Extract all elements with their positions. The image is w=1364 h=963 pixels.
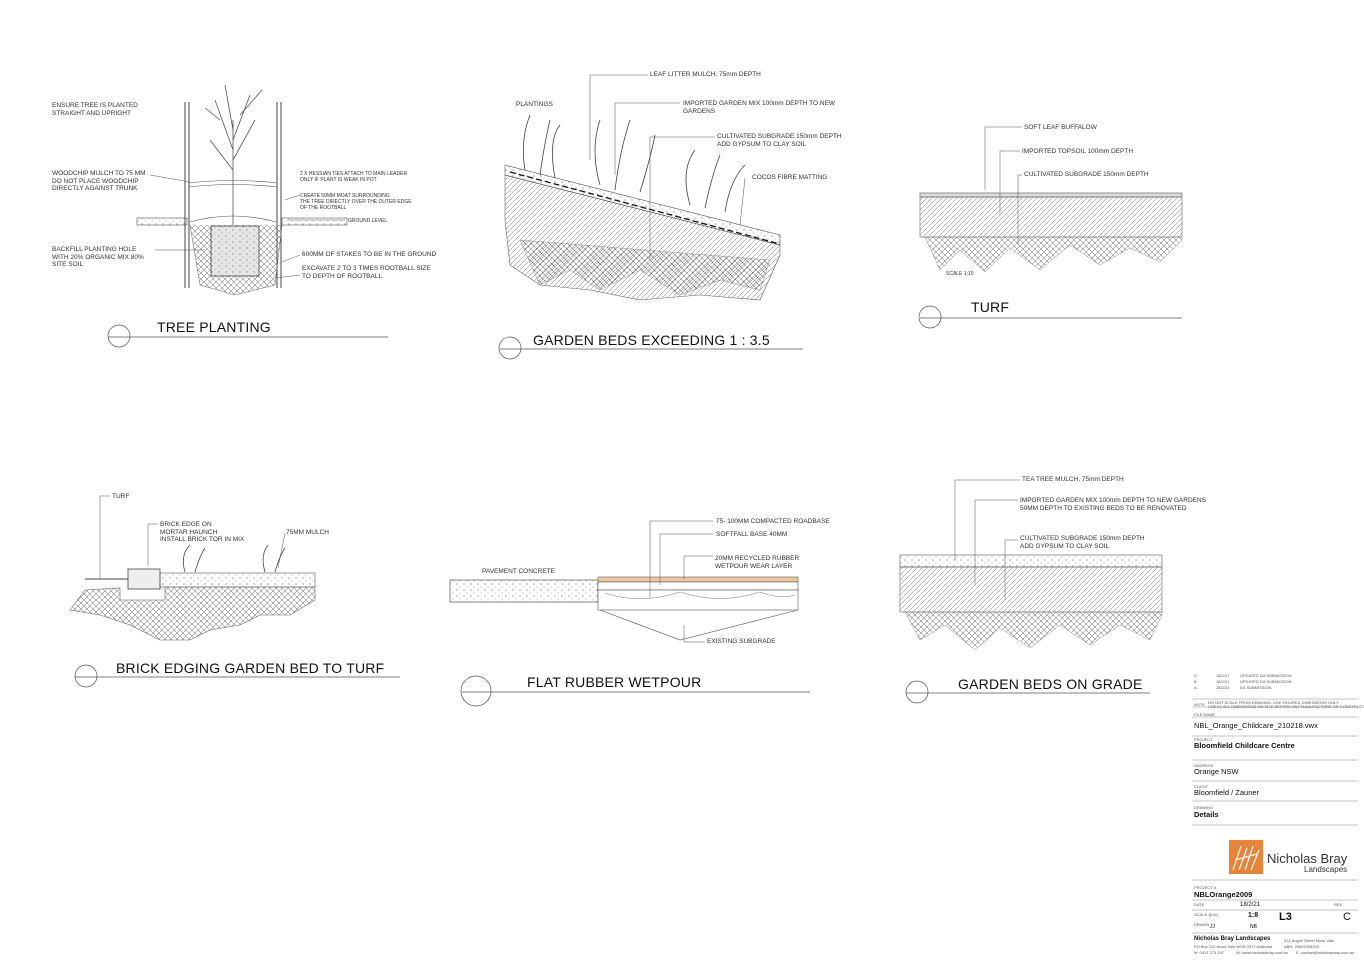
rev-c-desc: UPDATED DA SUBMISSION (1240, 673, 1292, 678)
footer-web: W: www.nicholasbray.com.au (1236, 950, 1288, 955)
logo-company-name: Nicholas Bray (1267, 851, 1348, 866)
wetpour-note-rubber: 20MM RECYCLED RUBBER WETPOUR WEAR LAYER (715, 555, 800, 570)
scale: 1:8 (1248, 912, 1259, 919)
footer-street: 471 Argyle Street Moss Vale (1284, 938, 1335, 943)
rev-c-id: C (1194, 673, 1197, 678)
tree-planting-title: TREE PLANTING (157, 319, 271, 335)
turf-note-buffalo: SOFT LEAF BUFFALOW (1024, 124, 1097, 131)
rev-a-date: 18/2/20 (1216, 685, 1230, 690)
wetpour-note-subgrade: EXISTING SUBGRADE (707, 638, 776, 645)
drawing-name: Details (1194, 810, 1219, 819)
tree-planting-detail (107, 84, 388, 348)
drawn-label: DRAWN (1194, 922, 1209, 927)
slope-note-mix: IMPORTED GARDEN MIX 100mm DEPTH TO NEW G… (683, 100, 836, 115)
footer-abn: ABN: 29691095209 (1284, 944, 1319, 949)
project-no-label: PROJECT # (1194, 885, 1216, 890)
rev-c-date: 18/2/21 (1216, 673, 1230, 678)
wetpour-title: FLAT RUBBER WETPOUR (527, 674, 702, 690)
brick-note-edge: BRICK EDGE ON MORTAR HAUNCH INSTALL BRIC… (160, 521, 245, 543)
tree-note-excavate: EXCAVATE 2 TO 3 TIMES ROOTBALL SIZE TO D… (302, 265, 431, 280)
drawn: JJ (1210, 924, 1215, 930)
note-label: NOTE (1194, 702, 1206, 707)
footer-phone: M: 0417 273 247 (1194, 950, 1225, 955)
titleblock-frame (1192, 698, 1358, 934)
footer-address: PO Box 232 Moss Vale NSW 2577 Australia (1194, 944, 1272, 949)
garden-slope-detail (498, 74, 803, 360)
turf-detail (918, 126, 1183, 329)
tree-note-moat: CREATE 50MM MOAT SURROUNDING THE TREE DI… (300, 193, 412, 211)
turf-title: TURF (971, 299, 1010, 315)
rev-a-desc: DA SUBMISSION (1240, 685, 1272, 690)
wetpour-detail (449, 520, 810, 707)
rev-b-id: B (1194, 679, 1197, 684)
grade-detail (899, 479, 1163, 704)
date: 18/2/21 (1240, 902, 1261, 908)
checked: NB (1250, 924, 1257, 930)
tree-note-backfill: BACKFILL PLANTING HOLE WITH 20% ORGANIC … (52, 246, 144, 268)
slope-note-plantings: PLANTINGS (516, 101, 553, 108)
slope-note-mulch: LEAF LITTER MULCH, 75mm DEPTH (650, 71, 761, 78)
brick-title: BRICK EDGING GARDEN BED TO TURF (116, 660, 385, 676)
rev: C (1343, 911, 1351, 923)
scale-label: SCALE @ A1 (1194, 912, 1219, 917)
project-no: NBLOrange2009 (1194, 890, 1253, 899)
logo-company-sub: Landscapes (1304, 865, 1348, 874)
client-label: CLIENT (1194, 784, 1209, 789)
address-label: ADDRESS (1194, 763, 1214, 768)
company-logo (1229, 840, 1263, 874)
grade-title: GARDEN BEDS ON GRADE (958, 676, 1143, 692)
client: Bloomfield / Zauner (1194, 788, 1260, 797)
brick-edging-detail (69, 495, 400, 688)
rev-b-date: 18/2/21 (1216, 679, 1230, 684)
slope-title: GARDEN BEDS EXCEEDING 1 : 3.5 (533, 332, 770, 348)
file-label: FILE NAME (1194, 712, 1216, 717)
drawing-number: L3 (1279, 911, 1292, 923)
tree-note-ties: 2 X HESSIAN TIES ATTACH TO MAIN LEADER O… (300, 171, 408, 183)
drawing-label: DRAWING (1194, 805, 1214, 810)
grade-note-mulch: TEA TREE MULCH, 75mm DEPTH (1022, 476, 1124, 483)
grade-note-mix: IMPORTED GARDEN MIX 100mm DEPTH TO NEW G… (1020, 497, 1206, 512)
turf-note-scale: SCALE 1:10 (946, 271, 974, 277)
slope-note-matting: COCOS FIBRE MATTING (752, 174, 828, 181)
project-name: Bloomfield Childcare Centre (1194, 741, 1295, 750)
tree-note-stakes: 600MM OF STAKES TO BE IN THE GROUND (302, 251, 437, 258)
note-text: DO NOT SCALE FROM DRAWING. USE FIGURED D… (1208, 700, 1364, 709)
wetpour-note-softfall: SOFTFALL BASE 40MM (716, 531, 788, 538)
slope-note-subgrade: CULTIVATED SUBGRADE 150mm DEPTH ADD GYPS… (717, 133, 842, 148)
rev-label: REV (1334, 902, 1343, 907)
rev-a-id: A (1194, 685, 1197, 690)
rev-b-desc: UPDATED DA SUBMISSION (1240, 679, 1292, 684)
address: Orange NSW (1194, 767, 1239, 776)
brick-note-turf: TURF (112, 493, 130, 500)
wetpour-note-concrete: PAVEMENT CONCRETE (482, 568, 555, 575)
project-label: PROJECT (1194, 737, 1213, 742)
grade-note-subgrade: CULTIVATED SUBGRADE 150mm DEPTH ADD GYPS… (1020, 535, 1145, 550)
date-label: DATE (1194, 902, 1205, 907)
tree-note-upright: ENSURE TREE IS PLANTED STRAIGHT AND UPRI… (52, 102, 138, 117)
logo-mark-icon (1232, 845, 1260, 871)
footer-company: Nicholas Bray Landscapes (1194, 936, 1271, 942)
brick-note-mulch: 75MM MULCH (286, 529, 329, 536)
file-name: NBL_Orange_Childcare_210218.vwx (1194, 721, 1318, 730)
tree-note-mulch: WOODCHIP MULCH TO 75 MM DO NOT PLACE WOO… (52, 170, 146, 192)
tree-note-ground: GROUND LEVEL (348, 218, 388, 224)
turf-note-topsoil: IMPORTED TOPSOIL 100mm DEPTH (1022, 148, 1134, 155)
footer-email: E: contact@nicholasbray.com.au (1296, 950, 1355, 955)
wetpour-note-roadbase: 75- 100MM COMPACTED ROADBASE (716, 518, 830, 525)
turf-note-subgrade: CULTIVATED SUBGRADE 150mm DEPTH (1024, 171, 1149, 178)
